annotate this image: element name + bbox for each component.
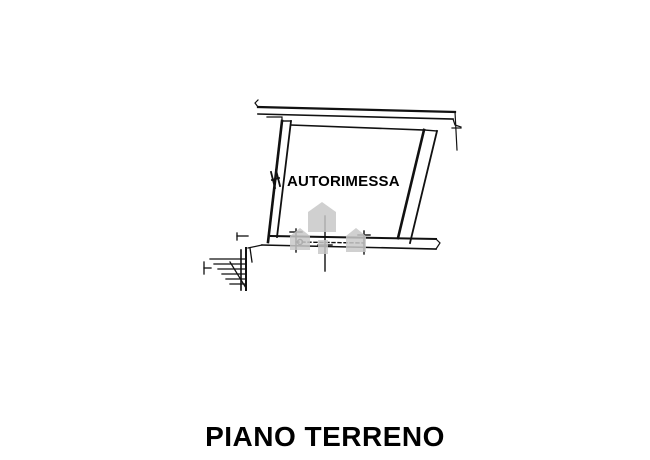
floor-title: PIANO TERRENO bbox=[205, 421, 445, 452]
staircase bbox=[203, 232, 253, 291]
room-label-autorimessa: AUTORIMESSA bbox=[287, 173, 400, 190]
right-wall bbox=[396, 128, 439, 245]
top-wall bbox=[254, 99, 462, 151]
left-wall bbox=[266, 116, 293, 244]
wall-marker bbox=[269, 168, 282, 190]
watermark-houses-icon bbox=[290, 202, 366, 254]
inner-top-line bbox=[290, 124, 425, 131]
